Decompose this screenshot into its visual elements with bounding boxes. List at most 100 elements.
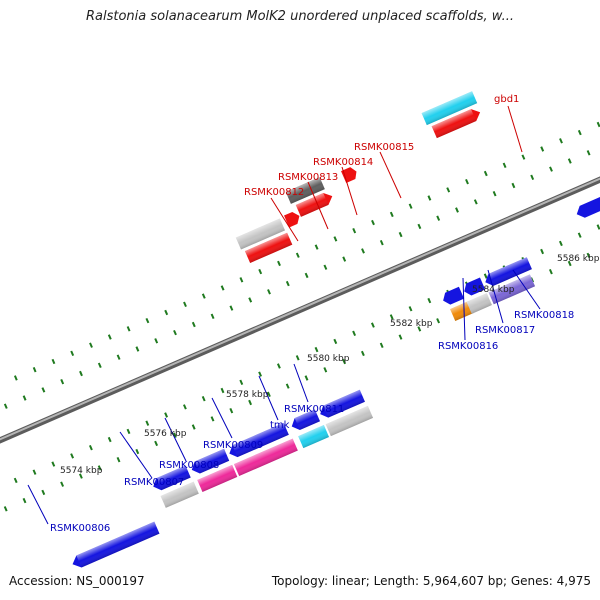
tick-mark [201, 396, 206, 402]
gene-rsmk00811[interactable] [325, 405, 374, 437]
gene-label-gbd1[interactable]: gbd1 [494, 94, 519, 105]
tick-mark [13, 477, 18, 484]
gene-rsmk00814-gray[interactable] [285, 177, 325, 204]
gene-rsmk00809[interactable] [233, 438, 298, 477]
tick-mark [323, 367, 328, 373]
tick-mark [389, 211, 394, 218]
gene-rsmk00806[interactable] [70, 521, 160, 571]
gene-label-rsmk00809[interactable]: RSMK00809 [203, 440, 263, 451]
tick-mark [220, 387, 225, 394]
tick-mark [473, 199, 478, 205]
gene-label-rsmk00818[interactable]: RSMK00818 [514, 310, 574, 321]
tick-mark [97, 362, 102, 368]
gene-label-rsmk00808[interactable]: RSMK00808 [159, 460, 219, 471]
tick-mark [154, 440, 159, 447]
gene-label-rsmk00811[interactable]: RSMK00811 [284, 404, 344, 415]
tick-mark [60, 481, 65, 487]
gene-rsmk00814[interactable] [295, 190, 335, 217]
tick-mark [126, 428, 131, 435]
tick-mark [116, 354, 121, 360]
gene-label-rsmk00813[interactable]: RSMK00813 [278, 172, 338, 183]
tick-mark [191, 424, 196, 430]
gene-tmk[interactable] [298, 425, 330, 449]
gene-label-rsmk00806[interactable]: RSMK00806 [50, 523, 110, 534]
gene-rsmk00817[interactable] [483, 257, 532, 288]
tick-mark [13, 375, 18, 381]
tick-mark [32, 469, 37, 475]
tick-mark [323, 264, 328, 270]
tick-mark [483, 170, 488, 177]
tick-mark [333, 338, 338, 345]
scale-label: 5582 kbp [390, 319, 433, 329]
tick-mark [371, 219, 375, 226]
gene-rsmk00816-orange[interactable] [450, 301, 474, 322]
tick-mark [370, 322, 375, 328]
tick-mark [530, 174, 535, 180]
gene-edge-right[interactable] [574, 192, 600, 220]
tick-mark [295, 355, 300, 361]
tick-mark [492, 191, 497, 197]
gene-label-tmk[interactable]: tmk [270, 420, 290, 431]
gene-gbd1[interactable] [431, 106, 483, 139]
tick-mark [51, 358, 56, 365]
gene-rsmk00817-blue[interactable] [462, 277, 486, 298]
gene-label-rsmk00815[interactable]: RSMK00815 [354, 142, 414, 153]
tick-mark [173, 329, 177, 336]
tick-mark [22, 497, 27, 504]
tick-mark [586, 150, 591, 156]
gene-rsmk00813[interactable] [284, 210, 302, 228]
gene-rsmk00807-blue[interactable] [151, 465, 191, 493]
gene-tmk-blue[interactable] [289, 409, 321, 432]
tick-mark [360, 350, 365, 357]
tick-mark [342, 358, 347, 365]
tick-mark [116, 457, 121, 463]
reverse-gene-labels: RSMK00806 RSMK00807 RSMK00808 RSMK00809 … [50, 310, 574, 534]
gene-label-rsmk00817[interactable]: RSMK00817 [475, 325, 535, 336]
tick-mark [32, 367, 37, 373]
tick-mark [41, 387, 46, 393]
gene-rsmk00807[interactable] [160, 481, 199, 508]
gene-rsmk00808[interactable] [197, 464, 238, 492]
tick-mark [266, 391, 271, 397]
tick-mark [304, 375, 309, 381]
tick-mark [126, 326, 131, 332]
gene-rsmk00815[interactable] [341, 166, 359, 184]
gene-gbd1-cyan[interactable] [421, 91, 478, 126]
gene-rsmk00808-blue[interactable] [189, 448, 230, 476]
forward-gene-labels: RSMK00812 RSMK00813 RSMK00814 RSMK00815 … [244, 94, 519, 198]
tick-mark [172, 432, 177, 438]
tick-mark [183, 301, 187, 307]
tick-mark [436, 318, 441, 324]
tick-mark [548, 269, 553, 275]
tick-mark [258, 371, 263, 377]
tick-mark [389, 314, 394, 320]
tick-mark [220, 285, 225, 291]
tick-mark [239, 379, 244, 385]
tick-mark [483, 273, 488, 279]
tick-mark [164, 412, 169, 418]
tick-mark [577, 232, 582, 238]
gene-rsmk00809-blue[interactable] [227, 422, 289, 460]
gene-rsmk00812-gray[interactable] [235, 218, 286, 250]
gene-rsmk00818[interactable] [488, 274, 536, 305]
tick-mark [88, 445, 93, 451]
scale-label: 5580 kbp [307, 354, 350, 364]
tick-mark [398, 231, 403, 238]
gene-rsmk00812[interactable] [244, 232, 293, 263]
gene-rsmk00816[interactable] [466, 293, 492, 314]
tick-mark [502, 162, 507, 168]
tick-mark [78, 473, 83, 479]
tick-mark [210, 416, 215, 422]
gene-rsmk00811-blue[interactable] [318, 389, 365, 420]
gene-label-rsmk00816[interactable]: RSMK00816 [438, 341, 498, 352]
gene-label-rsmk00807[interactable]: RSMK00807 [124, 477, 184, 488]
tick-mark [342, 256, 347, 262]
gene-rsmk00816-blue[interactable] [441, 286, 465, 307]
tick-mark [248, 399, 253, 406]
tick-mark [135, 346, 140, 352]
gene-label-rsmk00812[interactable]: RSMK00812 [244, 187, 304, 198]
gene-label-rsmk00814[interactable]: RSMK00814 [313, 157, 373, 168]
scale-label: 5576 kbp [144, 429, 187, 439]
scale-label: 5584 kbp [472, 285, 515, 295]
